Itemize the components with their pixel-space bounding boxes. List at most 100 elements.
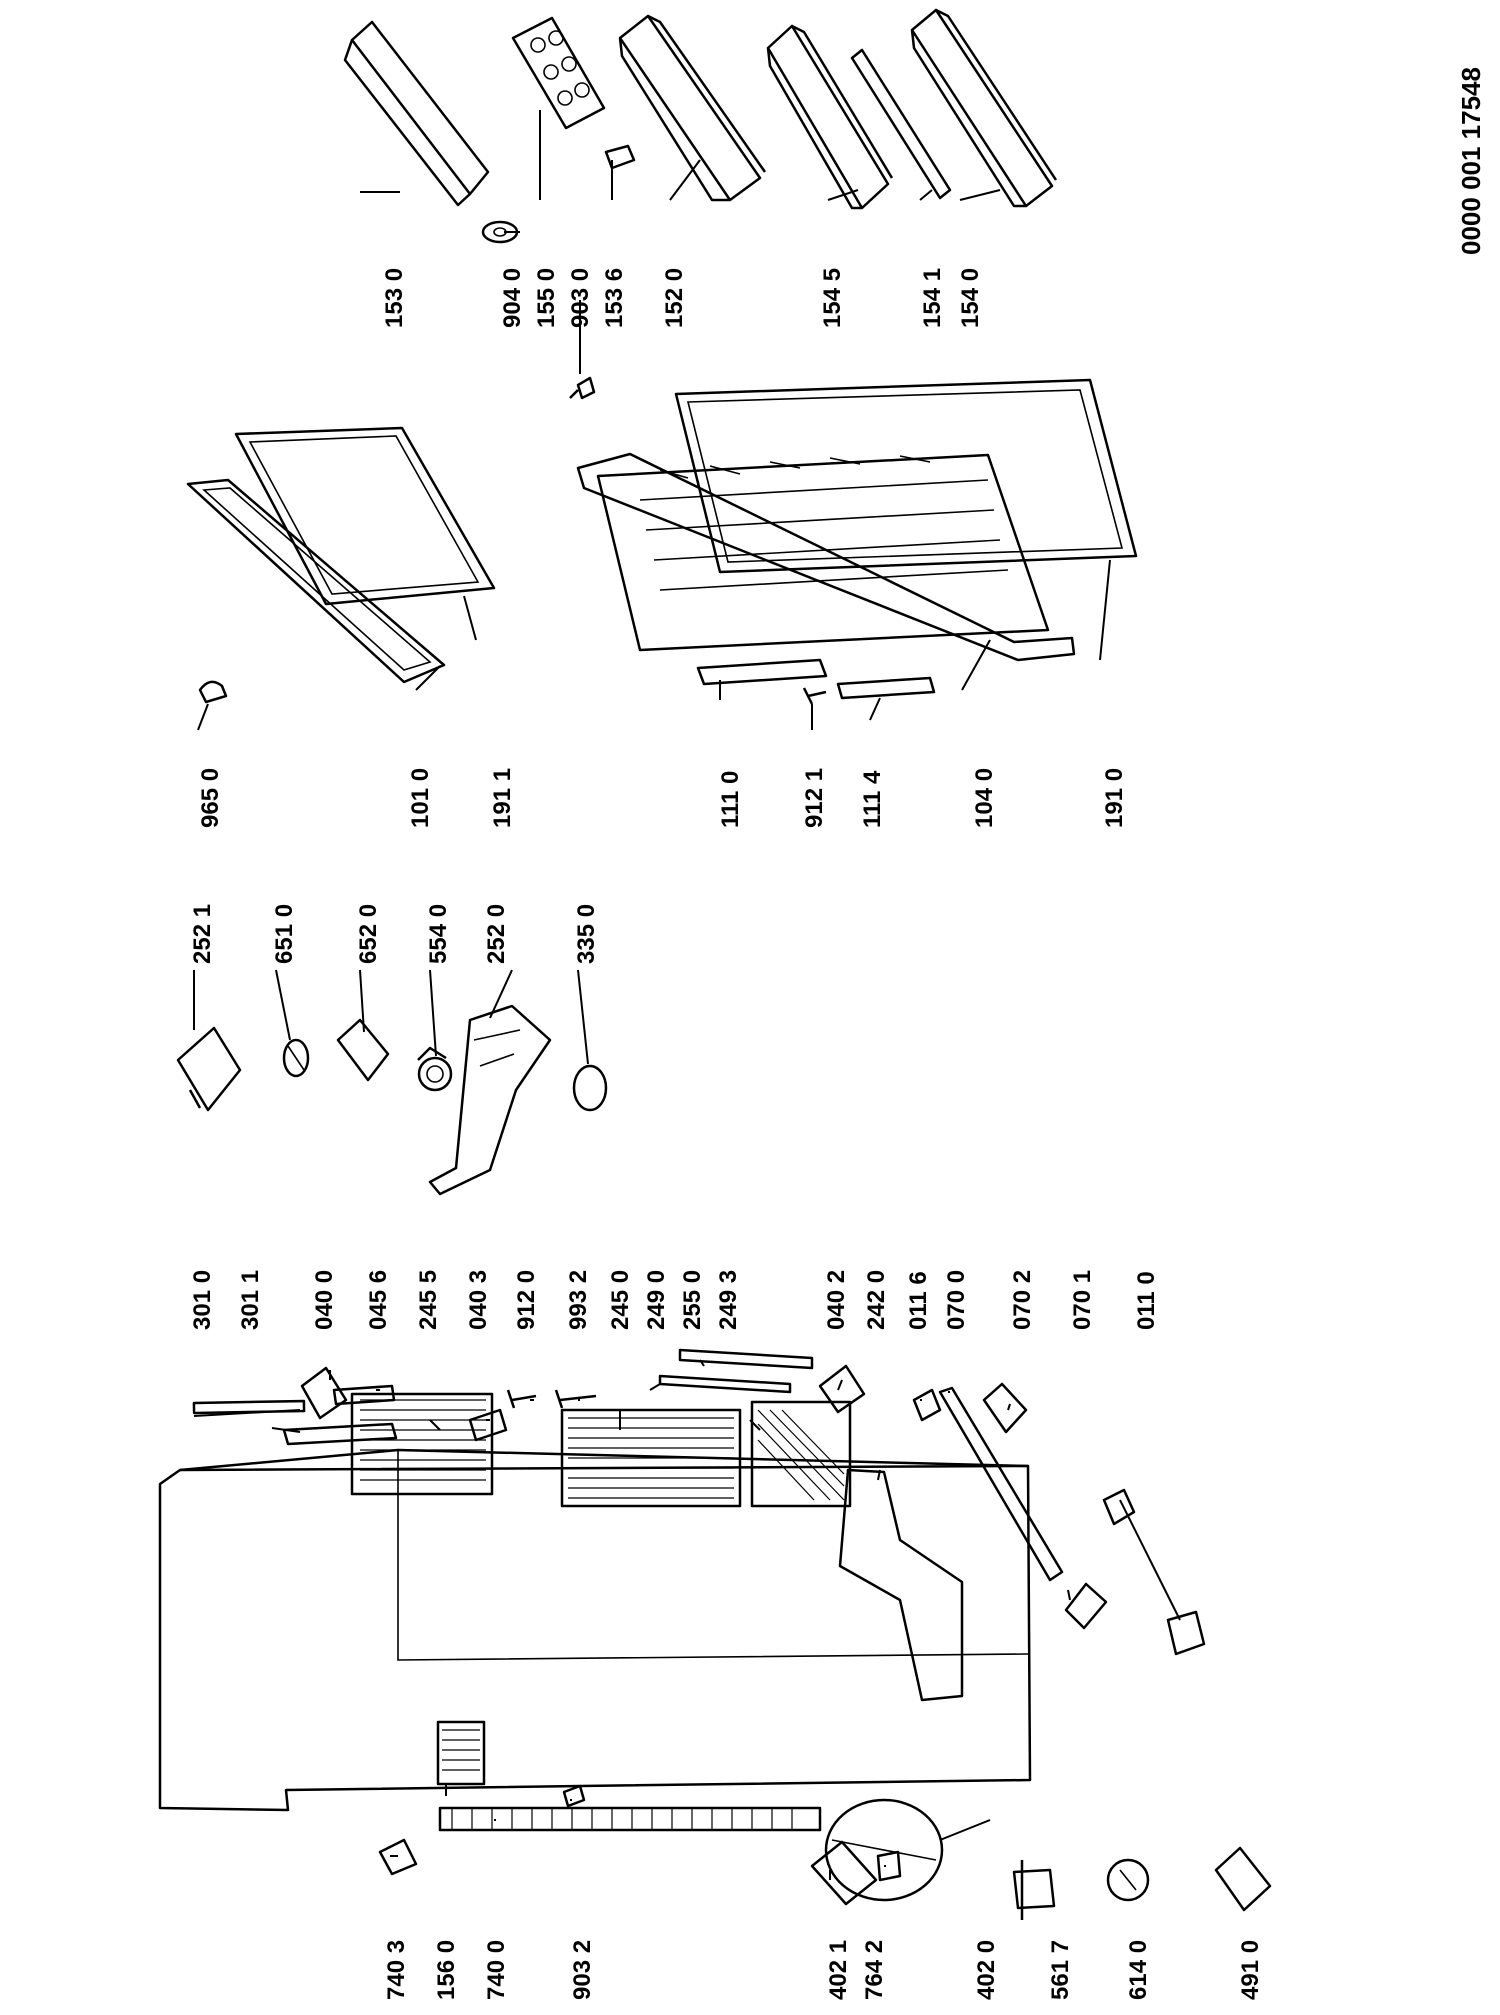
doors-group [186,378,1138,705]
callout-903-2: 903 2 [569,1940,596,2000]
part-491-0-cover [1214,1846,1272,1912]
callout-301-0: 301 0 [189,1270,216,1330]
part-252-0-control-housing [428,1004,552,1196]
part-153-6-clip [604,144,636,170]
callout-011-6: 011 6 [905,1271,932,1330]
callout-154-5: 154 5 [819,268,846,328]
callout-070-0: 070 0 [943,1270,970,1330]
part-154-5-door-shelf [766,24,894,210]
callout-252-1: 252 1 [189,904,216,964]
leader-lines [193,110,1181,1880]
cabinet-group [158,1348,1272,1920]
part-740-0-condenser [438,1806,822,1832]
document-number: 0000 001 17548 [1456,67,1486,255]
part-554-0-knob [417,1046,453,1092]
part-652-0-lamp-socket [336,1018,390,1082]
part-191-0-fridge-gasket [674,378,1138,574]
callout-614-0: 614 0 [1125,1940,1152,2000]
callout-245-5: 245 5 [415,1270,442,1330]
part-335-0-thermostat [572,1064,608,1112]
callout-651-0: 651 0 [271,904,298,964]
callout-040-0: 040 0 [311,1270,338,1330]
callout-101-0: 101 0 [407,768,434,828]
callout-249-3: 249 3 [715,1270,742,1330]
part-740-3-cap [378,1838,418,1876]
part-245-0-shelf-grille [560,1408,742,1508]
callout-903-0: 903 0 [567,268,594,328]
part-040-2-hinge [818,1364,866,1414]
part-011-6-pin [912,1388,942,1422]
part-191-1-freezer-gasket [234,426,496,606]
callout-191-0: 191 0 [1101,768,1128,828]
callout-191-1: 191 1 [489,768,516,828]
part-255-0-shelf [678,1348,814,1370]
part-152-0-door-shelf [618,14,767,202]
part-252-1-housing [176,1026,242,1112]
callout-153-6: 153 6 [601,268,628,328]
callout-labels: 153 0 904 0 155 0 903 0 153 6 152 0 154 … [189,268,1264,2000]
part-249-3-glass-shelf [750,1400,852,1508]
part-104-0-fridge-door [576,452,1076,662]
part-903-2-screw [562,1784,586,1808]
part-912-1-screw [802,687,827,705]
part-011-0-foot-a [1102,1488,1136,1526]
callout-249-0: 249 0 [643,1270,670,1330]
part-301-0-trim-strip [192,1399,306,1415]
part-011-0-foot-b [1166,1610,1206,1656]
callout-402-0: 402 0 [973,1940,1000,2000]
part-111-4-label [836,676,936,700]
part-651-0-bulb [282,1038,310,1078]
part-154-0-door-shelf [910,8,1058,208]
callout-152-0: 152 0 [661,268,688,328]
part-cabinet-body [158,1464,1032,1812]
part-153-0-shelf [343,20,490,207]
callout-153-0: 153 0 [381,268,408,328]
callout-111-4: 111 4 [859,770,886,828]
part-154-1-strip [850,48,952,200]
callout-155-0: 155 0 [533,268,560,328]
part-045-6-hinge-pin [332,1384,396,1406]
part-156-0-grille [436,1720,486,1786]
part-242-0-crisper [838,1468,964,1702]
callout-104-0: 104 0 [971,768,998,828]
part-040-3-hinge [468,1408,508,1442]
callout-242-0: 242 0 [863,1270,890,1330]
part-764-2-part [876,1850,902,1882]
callout-912-1: 912 1 [801,768,828,828]
callout-040-3: 040 3 [465,1270,492,1330]
callout-040-2: 040 2 [823,1270,850,1330]
door-accessories-group [343,8,1058,400]
part-070-1-foot [1064,1582,1108,1630]
part-070-0-base-strip [938,1386,1064,1582]
part-993-2-screw [554,1389,597,1409]
part-561-7-starter [1012,1860,1056,1920]
callout-301-1: 301 1 [237,1270,264,1330]
callout-652-0: 652 0 [355,904,382,964]
callout-561-7: 561 7 [1047,1940,1074,2000]
callout-252-0: 252 0 [483,904,510,964]
callout-402-1: 402 1 [825,1940,852,2000]
part-249-0-shelf-edge [658,1374,792,1394]
callout-904-0: 904 0 [499,268,526,328]
callout-045-6: 045 6 [365,1270,392,1330]
callout-965-0: 965 0 [197,768,224,828]
callout-764-2: 764 2 [861,1940,888,2000]
callout-011-0: 011 0 [1133,1271,1160,1330]
callout-255-0: 255 0 [679,1270,706,1330]
part-301-1-frame-trim [282,1422,398,1446]
callout-154-0: 154 0 [957,268,984,328]
part-402-0-compressor [824,1798,944,1902]
part-614-0-relay [1106,1858,1150,1902]
part-912-0-screw [506,1389,537,1409]
callout-070-1: 070 1 [1069,1270,1096,1330]
part-245-5-freezer-grille [350,1392,494,1496]
callout-740-0: 740 0 [483,1940,510,2000]
callout-740-3: 740 3 [383,1940,410,2000]
callout-154-1: 154 1 [919,268,946,328]
callout-111-0: 111 0 [717,771,744,828]
part-070-2-hinge [982,1382,1028,1434]
part-155-0-egg-tray [511,16,606,130]
callout-156-0: 156 0 [433,1940,460,2000]
part-040-0-hinge [300,1366,348,1420]
